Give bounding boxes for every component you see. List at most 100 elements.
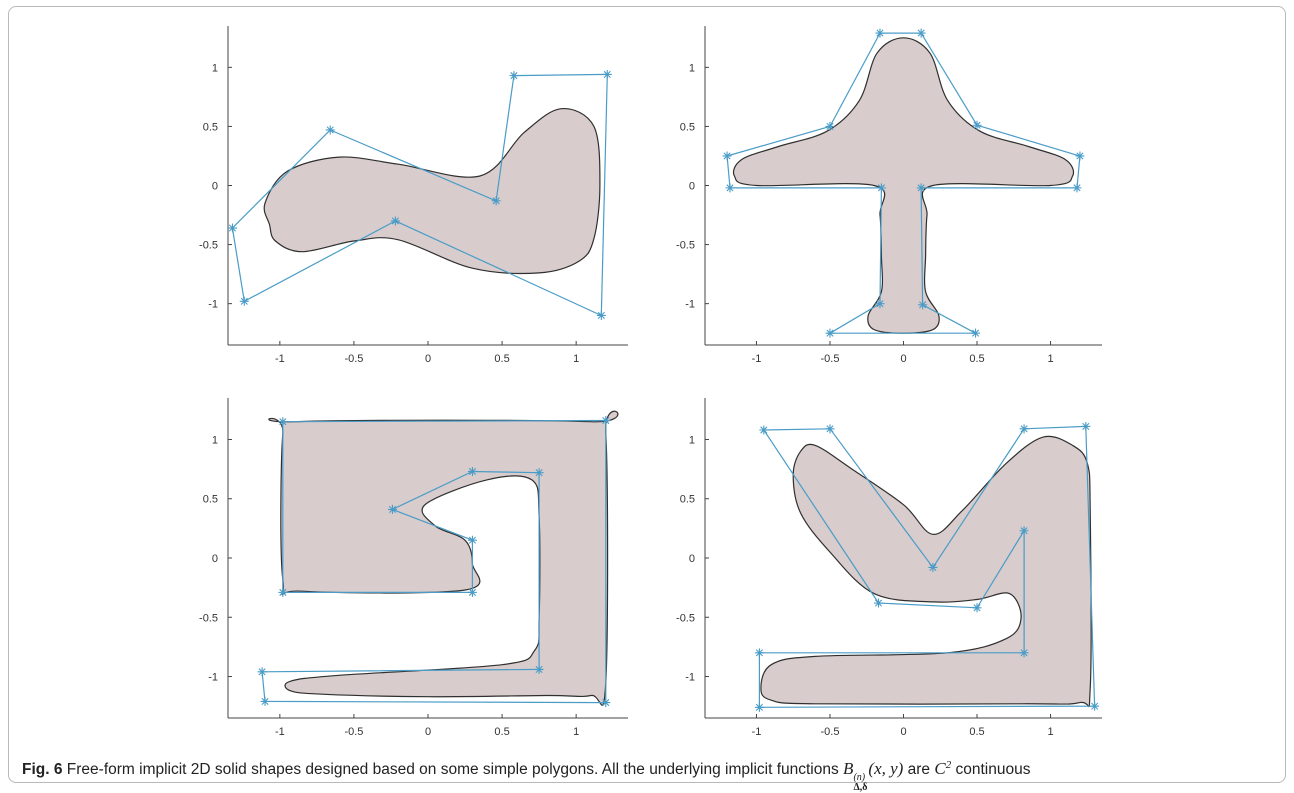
polygon-vertex-marker — [602, 69, 612, 79]
polygon-vertex-marker — [874, 598, 884, 608]
polygon-vertex-marker — [722, 151, 732, 161]
x-tick-label: -1 — [752, 353, 762, 365]
polygon-vertex-marker — [534, 664, 544, 674]
caption-func-superscript: (n) — [853, 772, 866, 784]
y-tick-label: 1 — [689, 62, 695, 74]
y-tick-label: 0 — [689, 181, 695, 193]
caption-label: Fig. 6 — [22, 761, 63, 779]
y-tick-label: -0.5 — [199, 612, 218, 624]
x-tick-label: 1 — [1047, 726, 1053, 738]
x-tick-label: -0.5 — [344, 353, 363, 365]
x-tick-label: -1 — [752, 726, 762, 738]
polygon-vertex-marker — [257, 667, 267, 677]
polygon-vertex-marker — [1072, 183, 1082, 193]
polygon-vertex-marker — [278, 417, 288, 427]
polygon-vertex-marker — [1019, 526, 1029, 536]
polygon-vertex-marker — [825, 328, 835, 338]
x-tick-label: 1 — [573, 353, 579, 365]
polygon-vertex-marker — [467, 535, 477, 545]
caption-func-symbol: B — [843, 759, 854, 779]
caption-func-indices: (n)Δ,δ — [853, 773, 867, 793]
polygon-vertex-marker — [325, 125, 335, 135]
polygon-vertex-marker — [1019, 648, 1029, 658]
x-tick-label: -0.5 — [820, 726, 839, 738]
y-tick-label: 0.5 — [680, 494, 695, 506]
x-tick-label: 0 — [900, 726, 906, 738]
y-tick-label: 1 — [212, 62, 218, 74]
caption-text-before: Free-form implicit 2D solid shapes desig… — [62, 761, 844, 779]
polygon-vertex-marker — [754, 702, 764, 712]
implicit-shape — [732, 37, 1075, 334]
polygon-vertex-marker — [759, 425, 769, 435]
x-tick-label: 1 — [573, 726, 579, 738]
polygon-vertex-marker — [596, 310, 606, 320]
figure-frame — [8, 6, 1286, 783]
y-tick-label: -0.5 — [676, 240, 695, 252]
implicit-shape — [263, 108, 601, 275]
polygon-vertex-marker — [467, 587, 477, 597]
y-tick-label: -1 — [208, 672, 218, 684]
polygon-vertex-marker — [387, 504, 397, 514]
x-tick-label: 1 — [1047, 353, 1053, 365]
x-tick-label: -0.5 — [344, 726, 363, 738]
figure-caption: Fig. 6 Free-form implicit 2D solid shape… — [22, 752, 1284, 793]
polygon-vertex-marker — [972, 120, 982, 130]
chart-panel-top-left: -1 -0.5 0 0.5 1 1 0.5 0 -0.5 -1 — [199, 26, 628, 365]
y-tick-label: -0.5 — [199, 240, 218, 252]
x-tick-label: -1 — [275, 353, 285, 365]
x-tick-label: 0.5 — [969, 353, 984, 365]
polygon-vertex-marker — [260, 696, 270, 706]
polygon-vertex-marker — [918, 300, 928, 310]
implicit-shape — [268, 410, 619, 706]
polygon-vertex-marker — [825, 121, 835, 131]
polygon-vertex-marker — [278, 587, 288, 597]
polygon-vertex-marker — [754, 648, 764, 658]
polygon-vertex-marker — [928, 562, 938, 572]
polygon-vertex-marker — [534, 468, 544, 478]
polygon-vertex-marker — [601, 416, 611, 426]
polygon-vertex-marker — [509, 71, 519, 81]
y-tick-label: 0.5 — [203, 494, 218, 506]
polygon-vertex-marker — [875, 299, 885, 309]
y-tick-label: 1 — [689, 434, 695, 446]
polygon-vertex-marker — [227, 223, 237, 233]
y-tick-label: 0 — [689, 553, 695, 565]
y-tick-label: 0.5 — [203, 121, 218, 133]
implicit-shape — [760, 435, 1092, 708]
polygon-vertex-marker — [875, 28, 885, 38]
y-tick-label: -1 — [208, 299, 218, 311]
polygon-vertex-marker — [916, 28, 926, 38]
y-tick-label: -1 — [685, 672, 695, 684]
caption-func-args: (x, y) — [868, 759, 904, 779]
y-tick-label: -1 — [685, 299, 695, 311]
polygon-vertex-marker — [467, 466, 477, 476]
polygon-vertex-marker — [491, 196, 501, 206]
polygon-vertex-marker — [239, 296, 249, 306]
polygon-vertex-marker — [725, 183, 735, 193]
caption-continuity-order: 2 — [945, 759, 952, 771]
polygon-vertex-marker — [601, 698, 611, 708]
polygon-vertex-marker — [916, 183, 926, 193]
x-tick-label: 0 — [425, 353, 431, 365]
y-tick-label: 0 — [212, 181, 218, 193]
polygon-vertex-marker — [1075, 151, 1085, 161]
polygon-vertex-marker — [1081, 421, 1091, 431]
y-tick-label: 1 — [212, 434, 218, 446]
x-tick-label: 0.5 — [494, 726, 509, 738]
polygon-vertex-marker — [971, 328, 981, 338]
caption-continuity-symbol: C — [934, 759, 946, 779]
x-tick-label: 0.5 — [969, 726, 984, 738]
caption-func-subscript: Δ,δ — [853, 782, 868, 793]
y-tick-label: 0 — [212, 553, 218, 565]
x-tick-label: 0.5 — [494, 353, 509, 365]
polygon-vertex-marker — [390, 216, 400, 226]
x-tick-label: -0.5 — [820, 353, 839, 365]
y-tick-label: 0.5 — [680, 121, 695, 133]
caption-text-after: continuous — [951, 761, 1031, 779]
polygon-vertex-marker — [825, 424, 835, 434]
polygon-vertex-marker — [876, 183, 886, 193]
polygon-vertex-marker — [1090, 701, 1100, 711]
